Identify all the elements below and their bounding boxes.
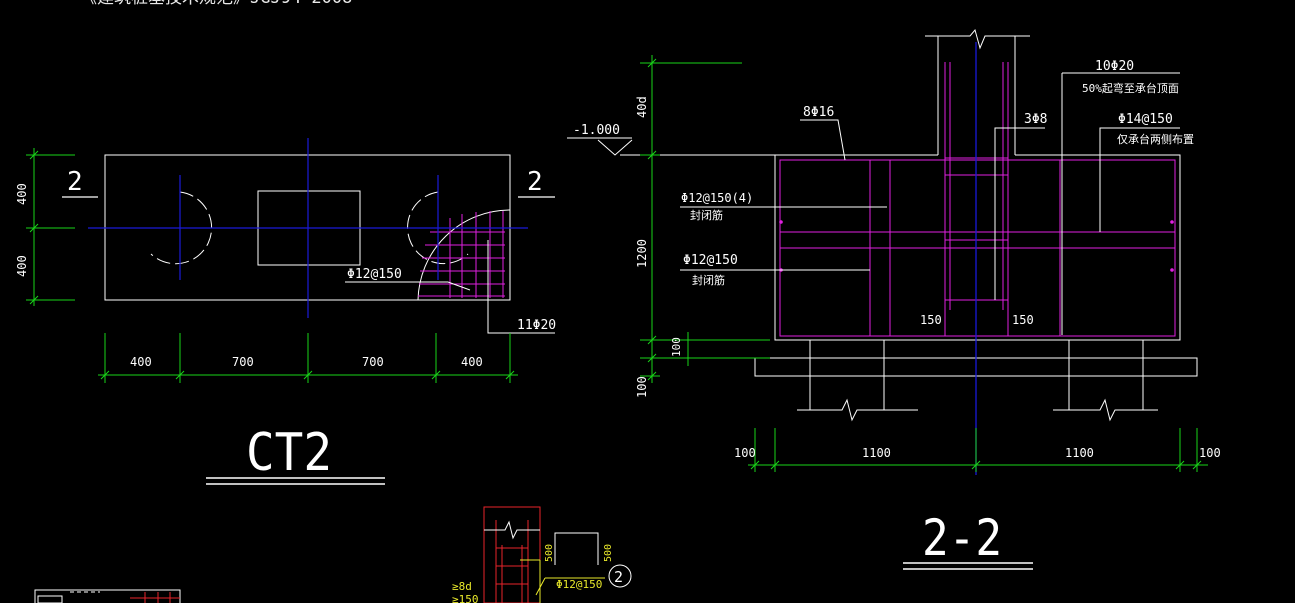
pile-circle-right xyxy=(407,191,469,265)
detail-8d: ≥8d xyxy=(452,580,472,593)
detail-500-a: 500 xyxy=(544,544,555,562)
label-phi12-4-note: 封闭筋 xyxy=(690,208,723,222)
detail-circle-mark xyxy=(608,564,632,588)
pile-circle-left xyxy=(150,191,213,265)
dim-v-bottom: 400 xyxy=(15,255,29,277)
section-mark-right: 2 xyxy=(527,167,543,197)
plan-dim-3: 700 xyxy=(362,355,384,369)
label-50pct: 50%起弯至承台顶面 xyxy=(1082,81,1179,95)
detail-view: 500 500 Φ12@150 2 ≥8d ≥150 xyxy=(34,506,632,603)
rebar-count-label: 11Φ20 xyxy=(517,318,556,333)
detail-circle-number: 2 xyxy=(614,568,623,586)
label-10phi20: 10Φ20 xyxy=(1095,59,1134,74)
piles-section xyxy=(797,339,1158,422)
dim-1200: 1200 xyxy=(635,239,649,268)
plan-center-lines xyxy=(88,138,528,318)
detail-500-b: 500 xyxy=(603,544,614,562)
elevation-label: -1.000 xyxy=(573,123,620,138)
section-dim-3: 1100 xyxy=(1065,446,1094,460)
top-note: 《建筑桩基技术规范》JGJ94-2008 xyxy=(80,0,352,8)
dim-v-top: 400 xyxy=(15,183,29,205)
label-phi14-note: 仅承台两侧布置 xyxy=(1117,132,1194,146)
label-phi12-note: 封闭筋 xyxy=(692,273,725,287)
label-phi12-4: Φ12@150(4) xyxy=(681,191,753,205)
dim-100-small: 100 xyxy=(670,337,683,357)
rebar-label-phi12: Φ12@150 xyxy=(347,267,402,282)
label-phi14: Φ14@150 xyxy=(1118,112,1173,127)
plan-dim-1: 400 xyxy=(130,355,152,369)
dim-40d: 40d xyxy=(635,96,649,118)
plan-dim-horizontal xyxy=(98,333,518,383)
detail-phi12: Φ12@150 xyxy=(556,578,602,591)
rebar-grid xyxy=(418,211,505,298)
rebar-arc xyxy=(417,209,511,301)
detail-150: ≥150 xyxy=(452,593,479,603)
label-8phi16: 8Φ16 xyxy=(803,105,834,120)
dim-100-bottom: 100 xyxy=(635,376,649,398)
column-outline-section xyxy=(925,28,1030,50)
plan-title: CT2 xyxy=(246,423,332,483)
dim-150-left: 150 xyxy=(920,313,942,327)
plan-dim-2: 700 xyxy=(232,355,254,369)
section-mark-left: 2 xyxy=(67,167,83,197)
section-dim-4: 100 xyxy=(1199,446,1221,460)
dim-150-right: 150 xyxy=(1012,313,1034,327)
section-dim-2: 1100 xyxy=(862,446,891,460)
section-rebars xyxy=(779,62,1176,337)
section-dim-1: 100 xyxy=(734,446,756,460)
section-view: -1.000 8Φ16 10Φ20 50%起弯至承台顶面 3Φ8 Φ14@150… xyxy=(567,28,1221,570)
section-dim-vertical xyxy=(640,55,770,383)
label-phi12: Φ12@150 xyxy=(683,253,738,268)
plan-dim-4: 400 xyxy=(461,355,483,369)
label-3phi8: 3Φ8 xyxy=(1024,112,1047,127)
plan-dim-vertical xyxy=(26,148,75,306)
plan-view: 2 2 Φ12@150 11Φ20 400 400 400 700 700 xyxy=(15,138,556,485)
section-dim-horizontal xyxy=(748,428,1208,472)
section-title: 2-2 xyxy=(922,509,1002,567)
